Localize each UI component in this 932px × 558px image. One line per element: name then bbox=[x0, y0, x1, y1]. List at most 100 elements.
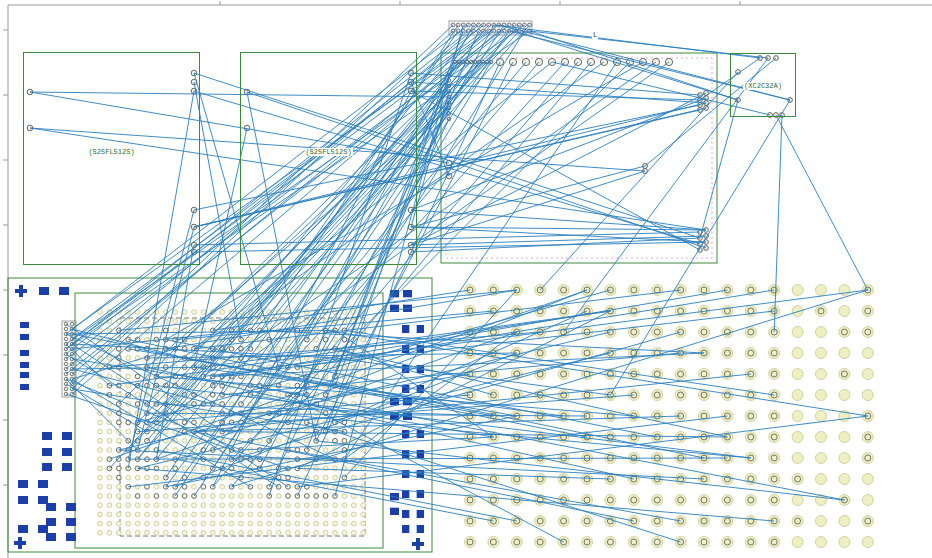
ratsnest-line bbox=[297, 416, 867, 487]
bga-ball bbox=[126, 521, 131, 526]
bga-ball bbox=[126, 356, 131, 361]
smd-gap bbox=[28, 480, 38, 488]
array-pin bbox=[701, 329, 707, 335]
array-pin bbox=[724, 497, 730, 503]
array-pad bbox=[745, 537, 756, 548]
array-pad bbox=[792, 285, 803, 296]
frame-tick bbox=[3, 30, 8, 31]
bga-ball bbox=[192, 530, 197, 535]
array-pad bbox=[652, 327, 663, 338]
bga-ball bbox=[220, 484, 225, 489]
component-outline: (XC2C32A) bbox=[730, 53, 796, 117]
array-pad bbox=[839, 453, 850, 464]
bga-ball bbox=[116, 475, 121, 480]
pad-anchor bbox=[750, 478, 751, 479]
smd-gap bbox=[52, 432, 62, 440]
pad-anchor bbox=[563, 310, 564, 311]
pad-anchor bbox=[469, 520, 470, 521]
array-pad bbox=[769, 474, 780, 485]
bga-ball bbox=[314, 512, 319, 517]
bga-ball bbox=[107, 429, 112, 434]
ratsnest-line bbox=[288, 395, 564, 542]
bga-ball bbox=[145, 521, 150, 526]
bga-ball bbox=[135, 503, 140, 508]
array-pin bbox=[654, 392, 660, 398]
pad-anchor bbox=[563, 520, 564, 521]
bga-ball bbox=[257, 503, 262, 508]
bga-ball bbox=[107, 503, 112, 508]
smd-gap bbox=[28, 525, 38, 533]
bga-ball bbox=[314, 521, 319, 526]
ratsnest-line bbox=[128, 349, 517, 416]
array-pad bbox=[628, 495, 639, 506]
pad-anchor bbox=[867, 352, 868, 353]
ratsnest-line bbox=[72, 349, 175, 379]
bga-ball bbox=[107, 475, 112, 480]
array-pin bbox=[748, 350, 754, 356]
array-pin bbox=[584, 350, 590, 356]
bga-ball bbox=[135, 475, 140, 480]
pad-anchor bbox=[867, 436, 868, 437]
pad-anchor bbox=[727, 478, 728, 479]
smd-gap bbox=[409, 525, 416, 533]
array-pin bbox=[561, 371, 567, 377]
array-pad bbox=[792, 411, 803, 422]
bga-ball bbox=[192, 521, 197, 526]
bga-ball bbox=[210, 512, 215, 517]
smd-gap bbox=[56, 533, 66, 541]
ratsnest-line bbox=[66, 330, 335, 334]
bga-ball bbox=[173, 530, 178, 535]
bga-ball bbox=[342, 521, 347, 526]
smd-gap bbox=[52, 463, 62, 471]
smd-pad bbox=[18, 496, 48, 504]
array-pad bbox=[816, 537, 827, 548]
array-pad bbox=[605, 537, 616, 548]
array-pin bbox=[748, 497, 754, 503]
bga-ball bbox=[201, 310, 206, 315]
bga-ball bbox=[173, 512, 178, 517]
array-pin bbox=[748, 287, 754, 293]
ratsnest-line bbox=[156, 62, 604, 376]
smd-gap bbox=[28, 496, 38, 504]
ratsnest-line bbox=[72, 329, 185, 358]
array-pin bbox=[795, 476, 801, 482]
pad-anchor bbox=[797, 436, 798, 437]
bga-ball bbox=[116, 457, 121, 462]
bga-ball bbox=[239, 494, 244, 499]
array-pad bbox=[862, 432, 873, 443]
pad-anchor bbox=[657, 352, 658, 353]
pad-anchor bbox=[820, 478, 821, 479]
bga-ball bbox=[239, 521, 244, 526]
bga-ball bbox=[333, 475, 338, 480]
ratsnest-line bbox=[411, 210, 706, 230]
bga-ball bbox=[116, 420, 121, 425]
array-pin bbox=[865, 308, 871, 314]
ratsnest-line bbox=[297, 62, 500, 496]
pad-anchor bbox=[657, 310, 658, 311]
bga-ball bbox=[286, 503, 291, 508]
array-pad bbox=[675, 390, 686, 401]
array-pad bbox=[792, 537, 803, 548]
array-pin bbox=[771, 350, 777, 356]
bga-ball bbox=[351, 512, 356, 517]
array-pad bbox=[839, 537, 850, 548]
bga-ball bbox=[98, 466, 103, 471]
ratsnest-line bbox=[552, 62, 770, 115]
array-pad bbox=[816, 516, 827, 527]
bga-ball bbox=[220, 310, 225, 315]
frame-tick bbox=[220, 1, 221, 5]
array-pad bbox=[769, 348, 780, 359]
smd-pad bbox=[46, 518, 76, 526]
pad-anchor bbox=[844, 310, 845, 311]
array-pin bbox=[654, 518, 660, 524]
pad-anchor bbox=[867, 520, 868, 521]
pad-anchor bbox=[610, 520, 611, 521]
array-pad bbox=[792, 474, 803, 485]
bga-ball bbox=[201, 503, 206, 508]
bga-ball bbox=[154, 484, 159, 489]
bga-ball bbox=[257, 494, 262, 499]
bga-ball bbox=[163, 374, 168, 379]
pad-anchor bbox=[750, 352, 751, 353]
smd-pad bbox=[20, 372, 29, 390]
bga-ball bbox=[351, 503, 356, 508]
